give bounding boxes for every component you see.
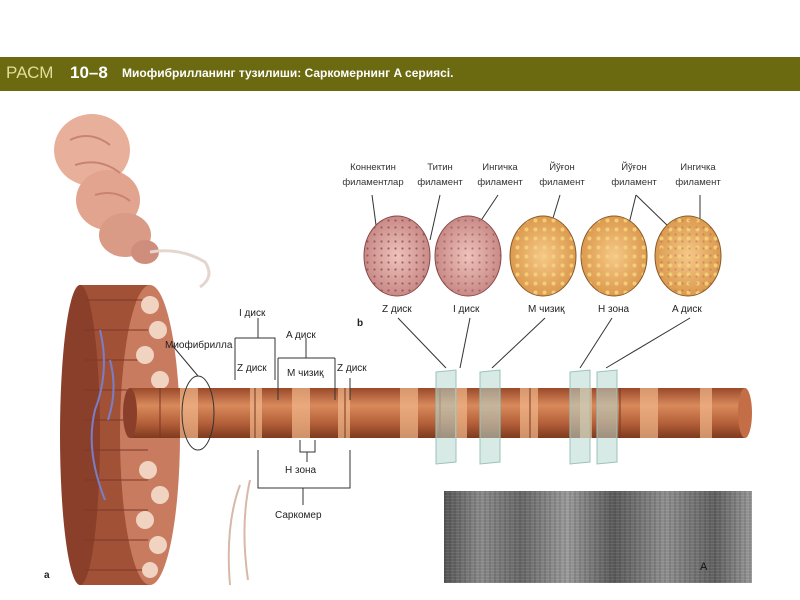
label-section-i-disc: I диск (453, 304, 480, 315)
cross-section-z-disc (363, 215, 431, 297)
label-z-disc-right: Z диск (337, 363, 367, 374)
panel-label-b: b (357, 318, 364, 329)
section-planes (435, 369, 618, 465)
section-leaders (371, 194, 701, 369)
label-thin-filament: Ингичка филамент (477, 162, 523, 188)
label-section-m-line: M чизиқ (528, 304, 565, 315)
figure-number: 10–8 (70, 63, 108, 82)
label-thick-filament: Йўғон филамент (539, 162, 585, 188)
label-sarcomere: Саркомер (275, 510, 322, 521)
cross-section-i-disc (434, 215, 502, 297)
label-myofibril: Миофибрилла (165, 340, 233, 351)
micrograph-texture (444, 491, 752, 583)
label-thick-filament-2: Йўғон филамент (611, 162, 657, 188)
label-section-a-disc: A диск (672, 304, 702, 315)
figure-caption: Миофибрилланинг тузилиши: Саркомернинг A… (122, 66, 454, 80)
title-bar: РАСМ 10–8 Миофибрилланинг тузилиши: Сарк… (0, 57, 800, 91)
cross-section-m-line (509, 215, 577, 297)
label-a-disc: A диск (286, 330, 316, 341)
panel-label-a: a (44, 570, 50, 581)
bracket-lines (171, 318, 351, 586)
label-m-line: M чизиқ (287, 368, 324, 379)
label-thin-filament-2: Ингичка филамент (675, 162, 721, 188)
micrograph-label: A (700, 561, 708, 573)
label-z-disc-left: Z диск (237, 363, 267, 374)
electron-micrograph: A (444, 491, 752, 583)
cross-section-h-zone (580, 215, 648, 297)
label-i-disc: I диск (239, 308, 266, 319)
figure-label: РАСМ (6, 63, 54, 82)
muscle-fascicle (54, 114, 211, 289)
label-section-z-disc: Z диск (382, 304, 412, 315)
label-titin-filament: Титин филамент (417, 162, 463, 188)
label-section-h-zone: H зона (598, 304, 630, 315)
label-h-zone: H зона (285, 465, 317, 476)
cross-section-a-disc (654, 215, 722, 297)
label-connectin-filaments: Коннектин филаментлар (342, 162, 404, 188)
